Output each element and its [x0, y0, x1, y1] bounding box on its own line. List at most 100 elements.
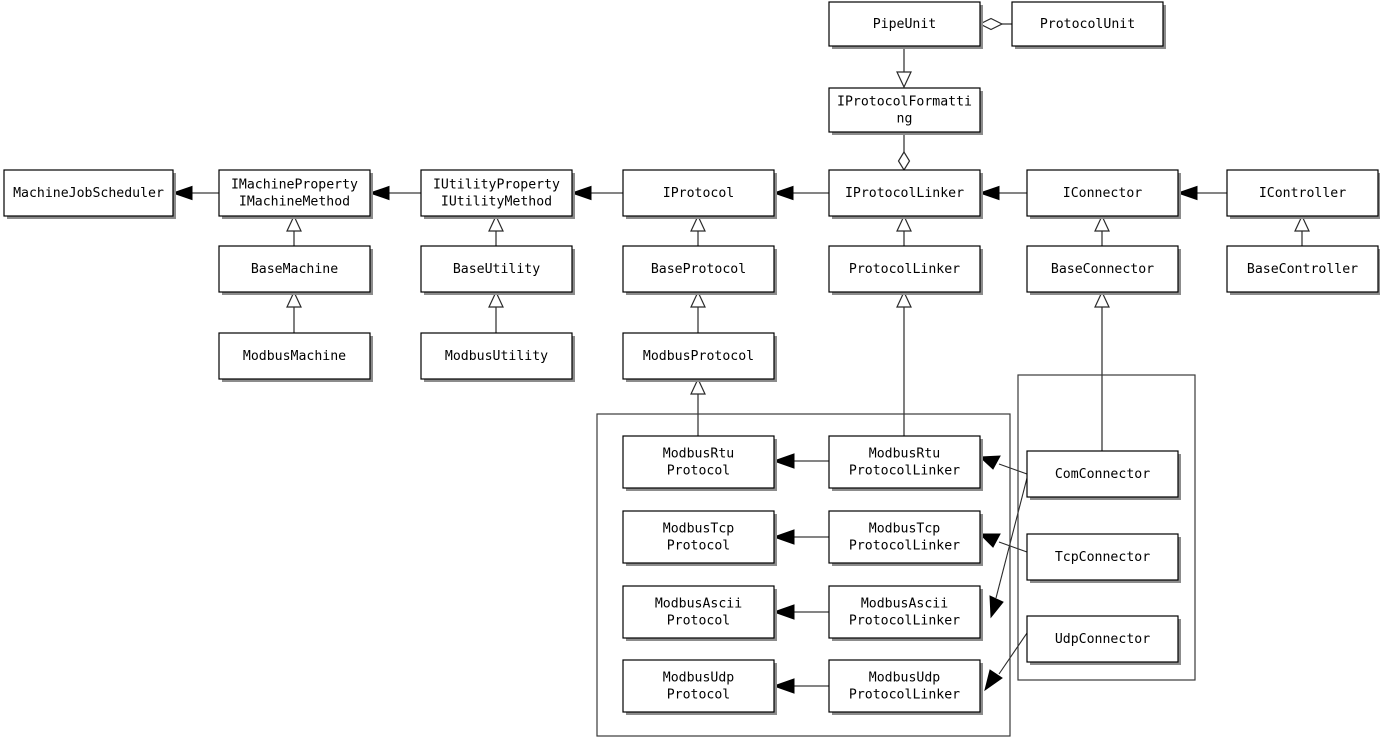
class-name-label: UdpConnector: [1055, 632, 1150, 647]
edge-protocollinker-iprotocollinker: [896, 214, 912, 246]
class-name-label: ProtocolLinker: [849, 614, 960, 629]
box-outline: [828, 1, 981, 47]
box-outline: [622, 332, 775, 380]
box-outline: [828, 585, 981, 639]
class-box-ModbusUtility[interactable]: ModbusUtility: [420, 332, 575, 382]
edge-asciilinker-asciiprotocol: [772, 604, 829, 620]
box-outline: [1026, 169, 1179, 217]
edge-modbusrtuprotocol-modbusprotocol: [690, 377, 706, 436]
box-outline: [828, 87, 981, 133]
class-name-label: ModbusTcp: [663, 522, 735, 537]
edge-modbusprotocol-baseprotocol: [690, 290, 706, 333]
edge-tcpconnector-tcplinker: [978, 533, 1028, 553]
box-outline: [420, 169, 573, 217]
class-name-label: Protocol: [667, 539, 731, 554]
class-name-label: ModbusUdp: [869, 671, 941, 686]
group-modbus-protocol: [596, 413, 1011, 737]
class-name-label: Protocol: [667, 614, 731, 629]
box-outline: [1226, 169, 1379, 217]
class-name-label: IMachineMethod: [239, 195, 350, 210]
class-box-BaseUtility[interactable]: BaseUtility: [420, 245, 575, 295]
class-box-BaseProtocol[interactable]: BaseProtocol: [622, 245, 777, 295]
edge-imachine-machinejobscheduler: [171, 185, 219, 201]
edge-modbusmachine-basemachine: [286, 290, 302, 333]
class-name-label: MachineJobScheduler: [13, 186, 164, 201]
edge-pipeunit-iprotocolformatting: [896, 46, 912, 89]
edge-comconnector-asciilinker: [989, 477, 1028, 619]
box-outline: [1026, 533, 1179, 581]
class-name-label: ComConnector: [1055, 467, 1150, 482]
edge-iprotocol-iutility: [570, 185, 623, 201]
class-box-ComConnector[interactable]: ComConnector: [1026, 450, 1181, 500]
class-box-PipeUnit[interactable]: PipeUnit: [828, 1, 983, 49]
box-outline: [1226, 245, 1379, 293]
class-box-ModbusMachine[interactable]: ModbusMachine: [218, 332, 373, 382]
box-outline: [828, 510, 981, 564]
edge-udpconnector-udplinker: [984, 632, 1028, 692]
box-outline: [420, 332, 573, 380]
box-outline: [622, 659, 775, 713]
class-name-label: BaseProtocol: [651, 262, 746, 277]
class-box-ProtocolUnit[interactable]: ProtocolUnit: [1011, 1, 1166, 49]
box-outline: [3, 169, 174, 217]
class-box-IConnector[interactable]: IConnector: [1026, 169, 1181, 219]
edge-baseprotocol-iprotocol: [690, 214, 706, 246]
class-box-UdpConnector[interactable]: UdpConnector: [1026, 615, 1181, 665]
class-name-label: ModbusUtility: [445, 349, 548, 364]
class-name-label: IMachineProperty: [231, 178, 358, 193]
class-name-label: ModbusTcp: [869, 522, 941, 537]
box-outline: [622, 585, 775, 639]
class-name-label: ModbusRtu: [663, 447, 734, 462]
class-name-label: IProtocolFormatti: [837, 95, 972, 110]
class-name-label: IProtocol: [663, 186, 734, 201]
class-box-IProtocol[interactable]: IProtocol: [622, 169, 777, 219]
class-box-BaseMachine[interactable]: BaseMachine: [218, 245, 373, 295]
class-name-label: BaseConnector: [1051, 262, 1154, 277]
box-outline: [218, 245, 371, 293]
edge-tcplinker-tcpprotocol: [772, 529, 829, 545]
class-box-TcpConnector[interactable]: TcpConnector: [1026, 533, 1181, 583]
edge-comconnector-rtulinker: [978, 455, 1028, 475]
class-name-label: ModbusProtocol: [643, 349, 754, 364]
class-box-IProtocolLinker[interactable]: IProtocolLinker: [828, 169, 983, 219]
edge-iconnector-iprotocollinker: [978, 185, 1027, 201]
class-box-IController[interactable]: IController: [1226, 169, 1380, 219]
class-name-label: ProtocolLinker: [849, 262, 960, 277]
class-box-ModbusProtocol[interactable]: ModbusProtocol: [622, 332, 777, 382]
class-box-BaseConnector[interactable]: BaseConnector: [1026, 245, 1181, 295]
class-box-BaseController[interactable]: BaseController: [1226, 245, 1380, 295]
class-name-label: BaseMachine: [251, 262, 338, 277]
box-outline: [1026, 245, 1179, 293]
box-outline: [420, 245, 573, 293]
edge-basemachine-imachineproperty: [286, 214, 302, 246]
class-box-ProtocolLinker[interactable]: ProtocolLinker: [828, 245, 983, 295]
group-connector: [1017, 374, 1196, 681]
box-outline: [1026, 450, 1179, 498]
edge-baseconnector-iconnector: [1094, 214, 1110, 246]
class-name-label: ModbusAscii: [861, 597, 948, 612]
box-outline: [622, 435, 775, 489]
box-outline: [1026, 615, 1179, 663]
edge-baseutility-iutilityproperty: [488, 214, 504, 246]
box-outline: [828, 435, 981, 489]
box-outline: [622, 169, 775, 217]
box-outline: [218, 332, 371, 380]
class-name-label: ProtocolUnit: [1040, 17, 1135, 32]
box-outline: [218, 169, 371, 217]
class-box-MachineJobScheduler[interactable]: MachineJobScheduler: [3, 169, 176, 219]
class-name-label: ModbusUdp: [663, 671, 735, 686]
